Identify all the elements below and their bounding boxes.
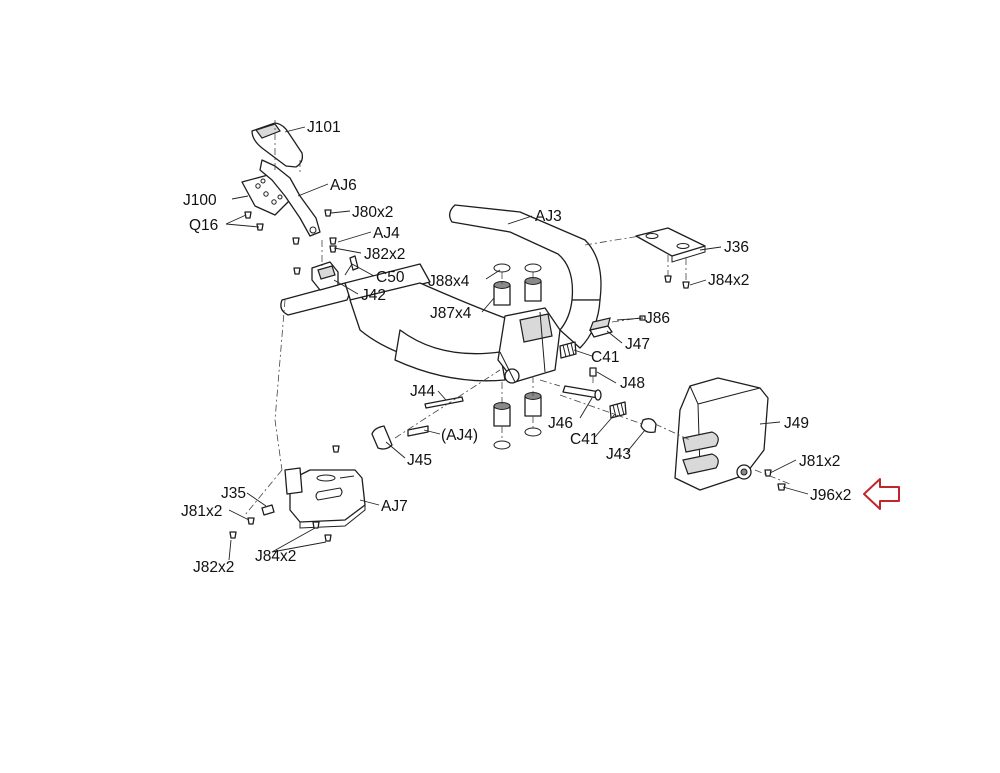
label-j45: J45 — [407, 452, 432, 469]
pivot-hardware — [371, 315, 657, 450]
label-j88x4: J88x4 — [428, 273, 470, 290]
label-aj7: AJ7 — [381, 498, 408, 515]
footplate-aj7 — [229, 299, 366, 542]
label-j42: J42 — [361, 287, 386, 304]
pedal-assembly — [241, 120, 337, 253]
label-j43: J43 — [606, 446, 631, 463]
callout-labels: J101 AJ6 J100 J80x2 Q16 AJ4 J82x2 C50 J4… — [181, 119, 851, 576]
bushings-upper — [493, 263, 542, 306]
cover-j49 — [654, 377, 791, 491]
label-c50: C50 — [376, 269, 405, 286]
label-j47: J47 — [625, 336, 650, 353]
label-j82x2-bottom: J82x2 — [193, 559, 234, 576]
label-j35: J35 — [221, 485, 246, 502]
label-j86: J86 — [645, 310, 670, 327]
label-j36: J36 — [724, 239, 749, 256]
label-j81x2-left: J81x2 — [181, 503, 222, 520]
label-j96x2: J96x2 — [810, 487, 851, 504]
label-aj4: AJ4 — [373, 225, 400, 242]
label-c41-top: C41 — [591, 349, 619, 366]
handlebar-frame — [280, 204, 602, 384]
label-aj3: AJ3 — [535, 208, 562, 225]
label-aj6: AJ6 — [330, 177, 357, 194]
label-c41-bottom: C41 — [570, 431, 598, 448]
label-j46: J46 — [548, 415, 573, 432]
bushings-lower — [493, 376, 542, 450]
label-aj4-ref: (AJ4) — [441, 427, 478, 444]
label-j80x2: J80x2 — [352, 204, 393, 221]
leader-lines — [225, 126, 809, 561]
label-q16: Q16 — [189, 217, 218, 234]
label-j101: J101 — [307, 119, 341, 136]
label-j48: J48 — [620, 375, 645, 392]
label-j82x2-top: J82x2 — [364, 246, 405, 263]
label-j44: J44 — [410, 383, 435, 400]
clamp-j42 — [293, 240, 359, 291]
label-j100: J100 — [183, 192, 217, 209]
label-j87x4: J87x4 — [430, 305, 472, 322]
outline-arrow-left-icon — [863, 478, 900, 510]
label-j84x2-bottom: J84x2 — [255, 548, 296, 565]
label-j81x2-right: J81x2 — [799, 453, 840, 470]
label-j49: J49 — [784, 415, 809, 432]
label-j84x2-top: J84x2 — [708, 272, 749, 289]
bracket-j36 — [584, 227, 706, 289]
